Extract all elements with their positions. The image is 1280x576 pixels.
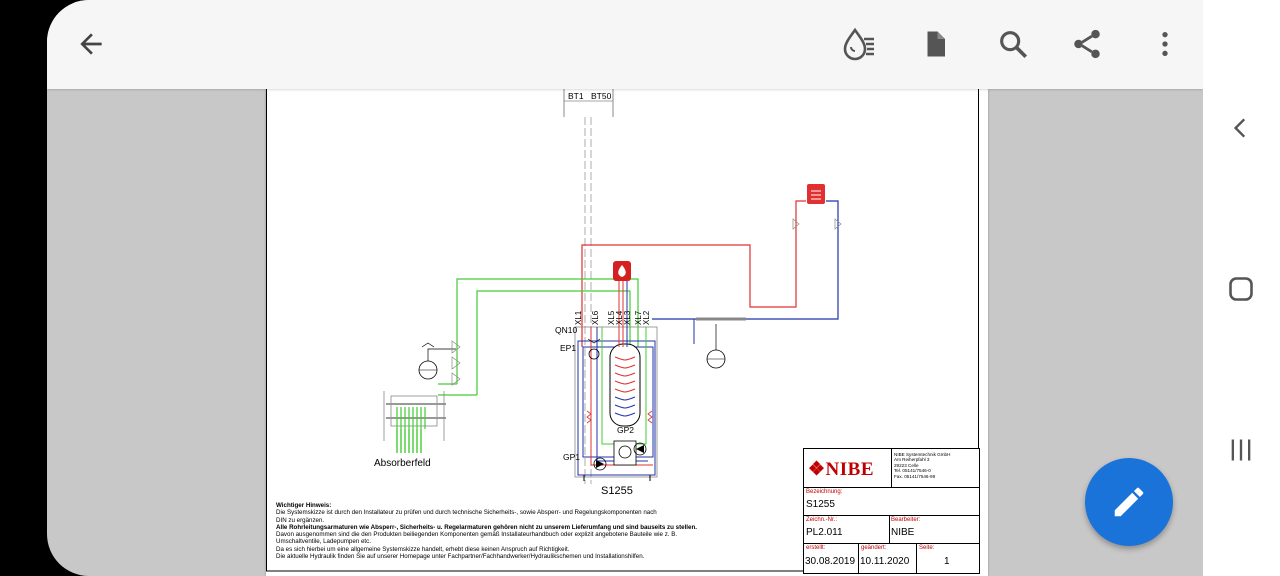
- app-bar: [47, 0, 1203, 89]
- port-label: XL2: [642, 310, 651, 325]
- nav-back-button[interactable]: [1221, 108, 1261, 148]
- nav-recents-icon: [1231, 439, 1251, 461]
- label-unit: S1255: [601, 485, 633, 497]
- seite-value: 1: [944, 556, 950, 567]
- bezeichnung-caption: Bezeichnung:: [806, 489, 843, 495]
- geaendert-value: 10.11.2020: [860, 556, 910, 567]
- nav-home-icon: [1229, 277, 1253, 301]
- search-icon: [1000, 31, 1028, 59]
- nav-home-button[interactable]: [1221, 269, 1261, 309]
- title-block: ❖NIBE NIBE Systemtechnik GmbH Am Reiherp…: [803, 448, 980, 574]
- label-bt1: BT1: [568, 91, 584, 101]
- ink-drop-icon: [843, 27, 874, 61]
- nibe-logo: ❖NIBE: [808, 459, 874, 480]
- label-bt50: BT50: [591, 91, 612, 101]
- system-nav-bar: [1203, 0, 1280, 576]
- notes-line: DIN zu ergänzen.: [276, 516, 325, 524]
- more-options-button[interactable]: [1143, 22, 1187, 66]
- radiator-symbol: [807, 184, 825, 204]
- port-label: XL6: [591, 310, 600, 325]
- arrow-left-icon: [80, 33, 102, 55]
- notes-line: Umschaltventile, Ladepumpen etc.: [276, 538, 371, 546]
- zeichn-caption: Zeichn.-Nr.:: [806, 517, 838, 523]
- erstellt-caption: erstellt:: [806, 545, 826, 551]
- nav-back-icon: [1233, 118, 1246, 138]
- notes-line: Die aktuelle Hydraulik finden Sie auf un…: [276, 553, 645, 561]
- notes-line: Davon ausgenommen sind die den Produkten…: [276, 531, 678, 539]
- back-button[interactable]: [69, 22, 113, 66]
- document-page[interactable]: BT1 BT50 QN10 EP1 GP2 GP1 Absorberfeld S…: [266, 89, 988, 576]
- bearbeiter-value: NIBE: [891, 527, 915, 538]
- port-label: XL1: [574, 310, 583, 325]
- geaendert-caption: geändert:: [861, 545, 887, 551]
- share-icon: [1074, 29, 1100, 59]
- reading-mode-button[interactable]: [836, 22, 880, 66]
- bezeichnung-value: S1255: [806, 499, 835, 510]
- bearbeiter-caption: Bearbeiter:: [891, 517, 921, 523]
- pencil-icon: [1114, 487, 1144, 517]
- seite-caption: Seite:: [919, 545, 935, 551]
- notes-line: Da es sich hierbei um eine allgemeine Sy…: [276, 545, 570, 553]
- notes-heading: Wichtiger Hinweis:: [276, 502, 332, 509]
- label-gp2: GP2: [617, 425, 635, 435]
- notes-line: Die Systemskizze ist durch den Installat…: [276, 509, 657, 517]
- screen: BT1 BT50 QN10 EP1 GP2 GP1 Absorberfeld S…: [47, 0, 1203, 576]
- label-ep1: EP1: [560, 343, 577, 353]
- edit-fab[interactable]: [1085, 458, 1173, 546]
- notes-block: Wichtiger Hinweis: Die Systemskizze ist …: [276, 502, 796, 560]
- search-button[interactable]: [991, 22, 1035, 66]
- port-label: XL3: [623, 310, 632, 325]
- zeichn-value: PL2.011: [806, 527, 843, 538]
- hydraulic-schematic: [266, 89, 979, 572]
- share-button[interactable]: [1065, 22, 1109, 66]
- nav-recents-button[interactable]: [1221, 430, 1261, 470]
- company-address: NIBE Systemtechnik GmbH Am Reiherpfahl 3…: [894, 452, 951, 479]
- label-qn10: QN10: [555, 325, 578, 335]
- notes-line: Alle Rohrleitungsarmaturen wie Absperr-,…: [276, 523, 697, 531]
- erstellt-value: 30.08.2019: [805, 556, 856, 567]
- document-icon: [927, 31, 945, 57]
- label-gp1: GP1: [563, 452, 581, 462]
- document-button[interactable]: [913, 22, 957, 66]
- more-vert-icon: [1162, 32, 1168, 56]
- label-absorberfeld: Absorberfeld: [374, 458, 431, 469]
